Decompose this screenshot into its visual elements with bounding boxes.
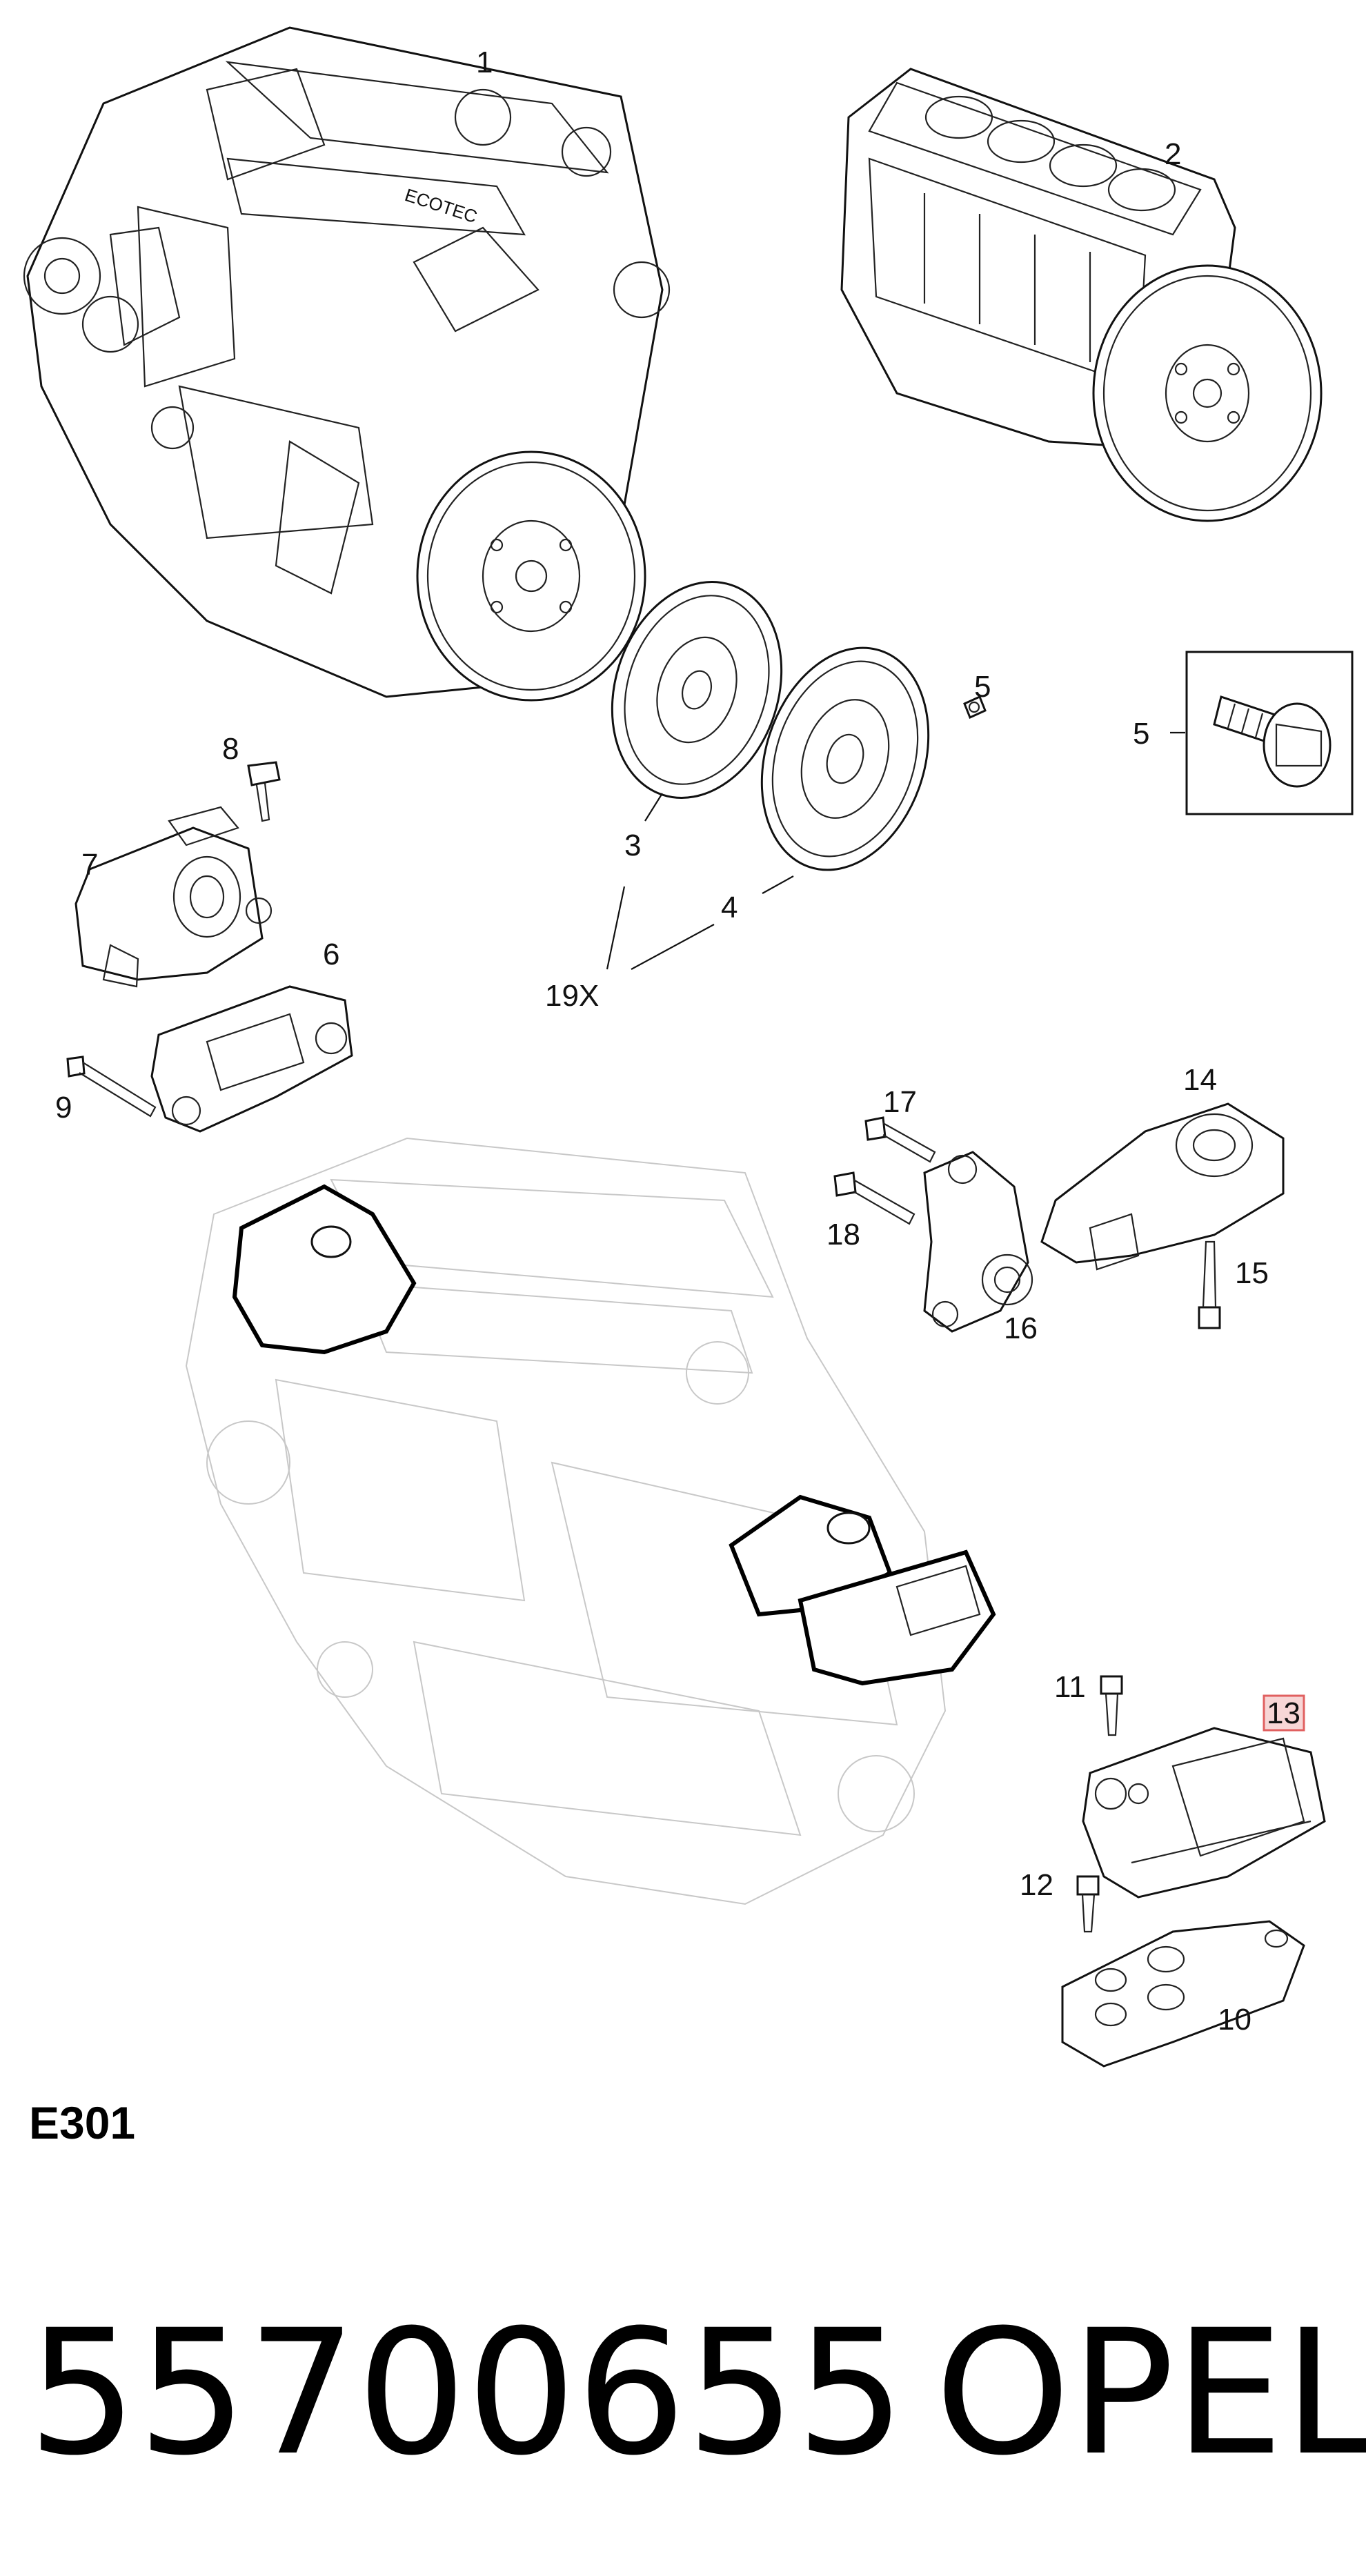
leader-3 bbox=[644, 793, 663, 822]
callout-17: 17 bbox=[883, 1085, 917, 1119]
callout-4: 4 bbox=[721, 891, 738, 924]
callout-8: 8 bbox=[222, 732, 239, 766]
leader-19x bbox=[606, 886, 715, 970]
bracket-part-6 bbox=[150, 985, 353, 1133]
callout-10: 10 bbox=[1218, 2003, 1251, 2037]
callout-1: 1 bbox=[476, 46, 493, 79]
callout-13: 13 bbox=[1267, 1696, 1300, 1730]
transmission-mount-part-13 bbox=[1082, 1727, 1326, 1899]
callout-16: 16 bbox=[1004, 1311, 1038, 1345]
engine-mount-part-7 bbox=[75, 806, 273, 988]
callout-2: 2 bbox=[1165, 137, 1181, 171]
bolt-part-5-detail bbox=[1213, 695, 1332, 788]
bolt-part-9 bbox=[66, 1056, 157, 1118]
callout-7: 7 bbox=[81, 848, 98, 882]
callout-5-small: 5 bbox=[974, 670, 991, 704]
leader-4 bbox=[762, 875, 794, 894]
callout-6: 6 bbox=[323, 938, 339, 971]
callout-5-detail: 5 bbox=[1133, 717, 1149, 751]
bolt-part-17 bbox=[864, 1116, 936, 1163]
callout-9: 9 bbox=[55, 1091, 72, 1124]
engine-assembly-part-1: ECOTEC bbox=[23, 26, 671, 702]
bolt-part-11 bbox=[1100, 1675, 1123, 1736]
bolt-part-8 bbox=[247, 761, 281, 822]
part-number: 55700655 bbox=[28, 2292, 905, 2493]
bolt-part-15 bbox=[1198, 1240, 1221, 1329]
detail-inset-box bbox=[1185, 651, 1354, 815]
pressure-plate-part-4 bbox=[760, 646, 930, 871]
callout-19x: 19X bbox=[545, 979, 599, 1013]
engine-block-part-2 bbox=[840, 68, 1323, 522]
bracket-part-10 bbox=[1061, 1920, 1305, 2068]
brand-name: OPEL bbox=[935, 2292, 1366, 2493]
callout-12: 12 bbox=[1020, 1868, 1053, 1902]
figure-code: E301 bbox=[29, 2097, 135, 2148]
engine-location-view bbox=[185, 1137, 996, 1905]
callout-3: 3 bbox=[624, 829, 641, 862]
bolt-part-12 bbox=[1076, 1875, 1100, 1933]
bolt-part-5-small bbox=[963, 695, 987, 720]
callout-15: 15 bbox=[1235, 1256, 1269, 1290]
rear-mount-part-14 bbox=[1040, 1102, 1285, 1271]
clutch-disc-part-3 bbox=[611, 581, 783, 799]
callout-14: 14 bbox=[1183, 1063, 1217, 1097]
callout-18: 18 bbox=[826, 1218, 860, 1251]
highlight-box-13 bbox=[1263, 1694, 1305, 1732]
callout-11: 11 bbox=[1054, 1670, 1086, 1704]
bolt-part-18 bbox=[833, 1171, 915, 1225]
torque-arm-part-16 bbox=[923, 1151, 1033, 1333]
